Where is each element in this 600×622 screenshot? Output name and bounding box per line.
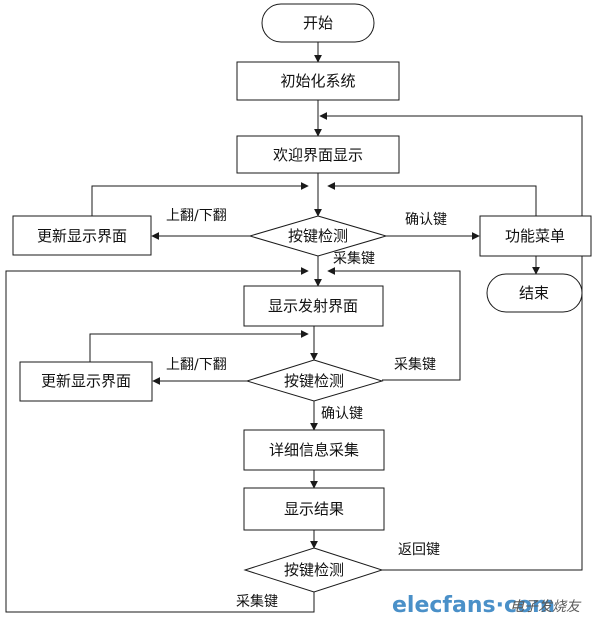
welcome-box [236, 135, 400, 174]
detect2-label: 按键检测 [284, 372, 344, 390]
collect-box [243, 429, 385, 471]
watermark-cn: 电子发烧友 [510, 599, 582, 615]
collect-label: 详细信息采集 [269, 441, 359, 459]
detect1-diamond [248, 215, 388, 257]
edge-label-back: 返回键 [398, 542, 440, 558]
end-terminal [486, 273, 583, 313]
menu-label: 功能菜单 [505, 227, 565, 245]
edge-label-updown2: 上翻/下翻 [166, 357, 227, 373]
update2-label: 更新显示界面 [41, 372, 131, 390]
edge-label-confirm2: 确认键 [321, 406, 363, 422]
edge-update2-loop [89, 330, 309, 362]
init-label: 初始化系统 [280, 72, 355, 90]
result-label: 显示结果 [284, 500, 344, 518]
welcome-label: 欢迎界面显示 [273, 146, 363, 164]
edge-back-loop [319, 112, 583, 571]
edge-label-updown1: 上翻/下翻 [166, 208, 227, 224]
result-box [243, 487, 385, 531]
detect3-diamond [243, 547, 384, 593]
end-label: 结束 [519, 284, 549, 302]
menu-box [479, 215, 592, 257]
edge-label-collect1: 采集键 [333, 250, 375, 267]
edge-label-collect3: 采集键 [236, 593, 278, 610]
edge-collect2-loop [327, 267, 461, 381]
edge-collect3-loop [5, 267, 315, 613]
start-terminal [261, 3, 375, 43]
watermark-logo: elecfans·com [392, 593, 555, 618]
edge-menu-loop [327, 182, 537, 216]
launch-label: 显示发射界面 [268, 297, 358, 315]
detect3-label: 按键检测 [284, 561, 344, 579]
update1-label: 更新显示界面 [37, 227, 127, 245]
init-box [236, 61, 400, 101]
start-label: 开始 [303, 14, 333, 32]
detect1-label: 按键检测 [288, 227, 348, 245]
update2-box [19, 361, 153, 402]
update1-box [12, 215, 152, 256]
detect2-diamond [245, 359, 384, 402]
edge-update1-loop [91, 182, 309, 216]
launch-box [243, 285, 384, 327]
edge-label-collect2: 采集键 [394, 356, 436, 373]
edge-label-confirm1: 确认键 [405, 212, 447, 228]
